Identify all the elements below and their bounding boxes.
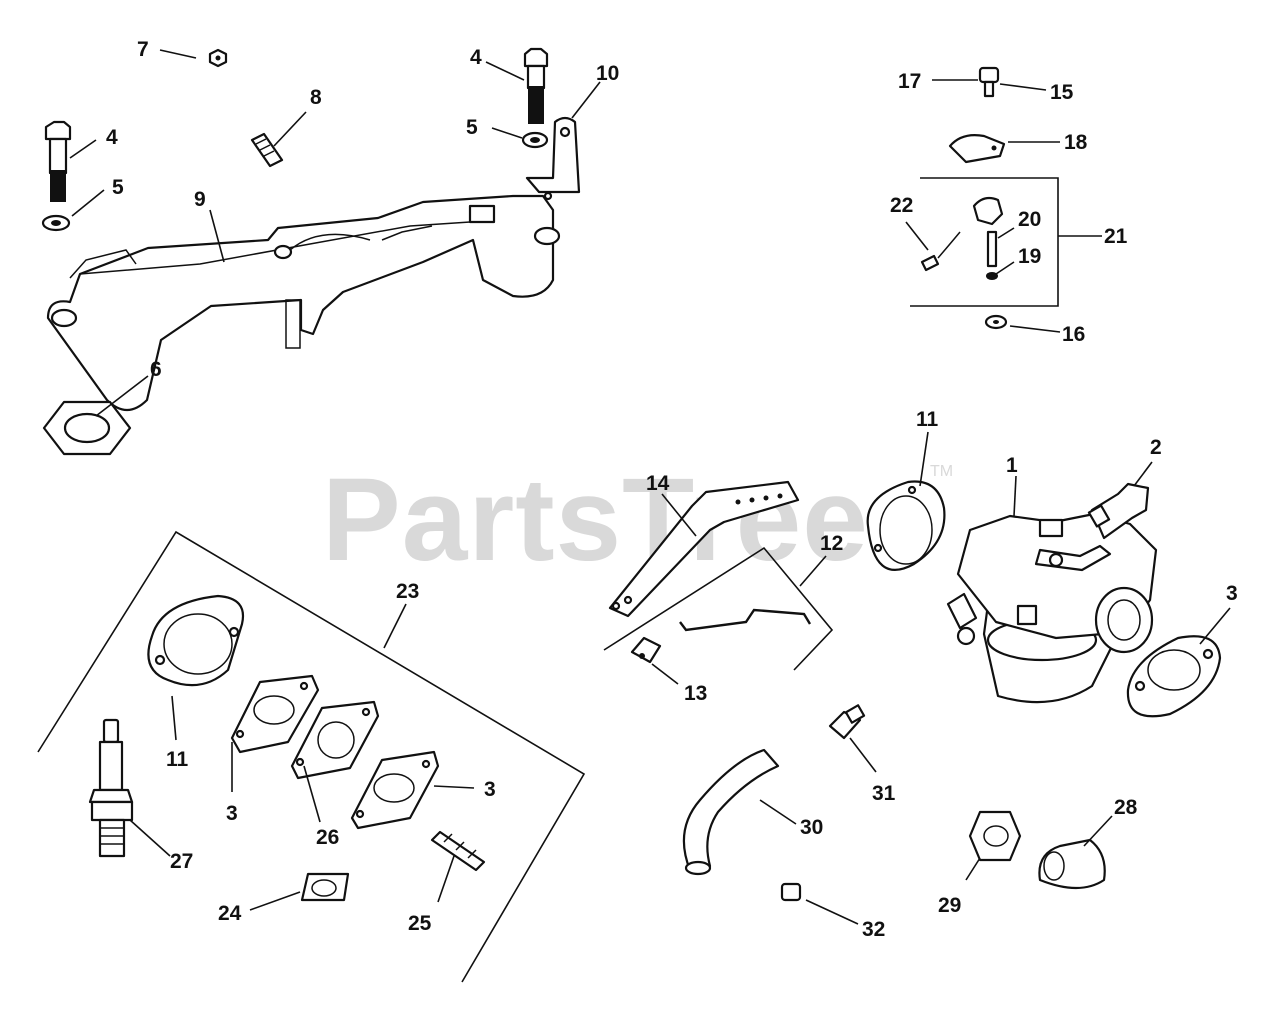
callout-15: 15	[1050, 81, 1074, 104]
callout-20: 20	[1018, 208, 1041, 231]
callout-26: 26	[316, 826, 339, 849]
callout-32: 32	[862, 918, 885, 941]
callout-7: 7	[137, 38, 149, 61]
callout-4-right: 4	[470, 46, 482, 69]
callout-8: 8	[310, 86, 322, 109]
part-4-bolt-right[interactable]	[523, 47, 549, 124]
callout-11-kit: 11	[166, 748, 189, 771]
callout-10: 10	[596, 62, 619, 85]
part-2-elbow-fitting[interactable]	[1087, 482, 1150, 540]
callout-11-upper: 11	[916, 408, 939, 431]
callout-16: 16	[1062, 323, 1085, 346]
callout-12: 12	[820, 532, 843, 555]
part-23-kit-outline	[37, 530, 586, 983]
part-16-washer[interactable]	[984, 314, 1008, 330]
part-29-gasket[interactable]	[968, 810, 1022, 862]
callout-28: 28	[1114, 796, 1138, 819]
part-5-washer-right[interactable]	[521, 131, 549, 149]
part-14-lever[interactable]	[608, 480, 800, 618]
part-3-gasket-kit-left[interactable]	[230, 674, 320, 754]
part-26-gasket[interactable]	[290, 700, 380, 780]
callout-31: 31	[872, 782, 896, 805]
callout-2: 2	[1150, 436, 1162, 459]
part-22-pin[interactable]	[920, 231, 961, 272]
part-7-nut[interactable]	[208, 48, 228, 68]
callout-27: 27	[170, 850, 193, 873]
callout-18: 18	[1064, 131, 1088, 154]
callout-4-left: 4	[106, 126, 118, 149]
callout-22: 22	[890, 194, 913, 217]
part-20-valve[interactable]	[972, 196, 1004, 268]
part-1-carburetor[interactable]	[946, 512, 1158, 704]
part-5-washer-left[interactable]	[41, 214, 71, 232]
part-25-stud[interactable]	[430, 830, 486, 872]
callout-29: 29	[938, 894, 961, 917]
part-18-plate[interactable]	[948, 134, 1006, 164]
callout-3-right: 3	[1226, 582, 1238, 605]
callout-9: 9	[194, 188, 206, 211]
part-3-gasket-kit-right[interactable]	[350, 750, 440, 830]
part-28-cap[interactable]	[1038, 838, 1106, 890]
callout-17: 17	[898, 70, 921, 93]
part-13-clip[interactable]	[630, 636, 662, 664]
callout-5-right: 5	[466, 116, 478, 139]
callout-3-kit-right: 3	[484, 778, 496, 801]
part-27-spark-plug[interactable]	[88, 718, 134, 858]
callout-3-kit-left: 3	[226, 802, 238, 825]
part-21-group-box	[910, 177, 1059, 307]
part-12-link-rod[interactable]	[679, 608, 812, 632]
callout-5-left: 5	[112, 176, 124, 199]
part-4-bolt-left[interactable]	[44, 120, 72, 202]
part-19-washer[interactable]	[986, 272, 998, 280]
part-11-gasket-kit[interactable]	[147, 594, 245, 687]
part-3-gasket-right[interactable]	[1126, 635, 1222, 718]
part-30-fuel-line[interactable]	[682, 748, 780, 876]
callout-1: 1	[1006, 454, 1018, 477]
callout-6: 6	[150, 358, 162, 381]
part-12-group-line	[603, 546, 834, 671]
callout-13: 13	[684, 682, 707, 705]
callout-21: 21	[1104, 225, 1128, 248]
callout-30: 30	[800, 816, 823, 839]
part-31-fitting[interactable]	[828, 704, 866, 740]
part-9-intake-manifold[interactable]	[46, 194, 561, 412]
part-10-bracket[interactable]	[525, 116, 581, 201]
watermark-trademark: TM	[930, 463, 953, 480]
part-6-gasket[interactable]	[42, 400, 132, 456]
part-24-gasket[interactable]	[300, 872, 350, 902]
callout-19: 19	[1018, 245, 1041, 268]
watermark: PartsTree	[322, 454, 869, 586]
callout-25: 25	[408, 912, 432, 935]
part-11-gasket-upper[interactable]	[866, 480, 946, 571]
part-15-screw[interactable]	[978, 66, 1000, 98]
part-32-clamp[interactable]	[780, 882, 802, 902]
callout-24: 24	[218, 902, 242, 925]
callout-23: 23	[396, 580, 419, 603]
callout-14: 14	[646, 472, 670, 495]
part-8-stud[interactable]	[250, 132, 284, 168]
